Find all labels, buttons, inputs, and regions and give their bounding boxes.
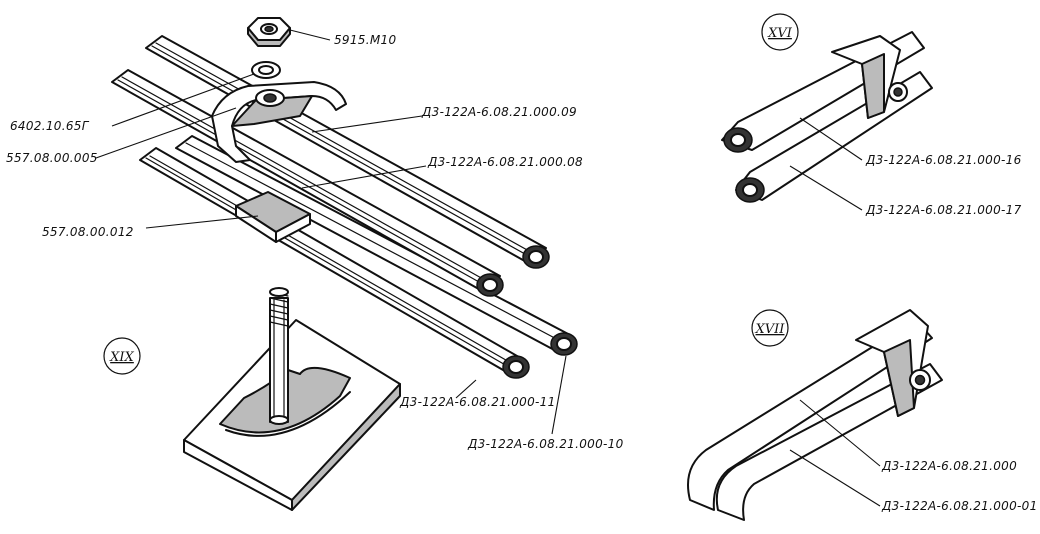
pipe-10 — [175, 135, 578, 356]
view-xvii-label: XVII — [755, 322, 786, 337]
hex-nut — [247, 17, 291, 47]
view-xvii-part — [687, 309, 943, 521]
main-assembly — [111, 17, 578, 379]
label-pipe-01: Д3-122А-6.08.21.000-01 — [881, 499, 1038, 513]
label-pipe-08: Д3-122А-6.08.21.000.08 — [427, 155, 583, 169]
view-xvi-part — [721, 31, 933, 211]
main-leaders — [95, 29, 567, 435]
pipe-11 — [139, 147, 530, 379]
spacer-plate — [235, 191, 311, 243]
label-pipe-10: Д3-122А-6.08.21.000-10 — [467, 437, 624, 451]
label-spacer: 557.08.00.012 — [42, 225, 134, 239]
label-pipe-17: Д3-122А-6.08.21.000-17 — [865, 203, 1022, 217]
view-xix-part — [183, 287, 401, 511]
view-xix-marker — [103, 337, 141, 375]
label-washer: 6402.10.65Г — [10, 119, 90, 133]
label-pipe-000: Д3-122А-6.08.21.000 — [881, 459, 1017, 473]
view-xvii-marker — [751, 309, 789, 347]
spring-washer — [251, 61, 281, 79]
label-pipe-11: Д3-122А-6.08.21.000-11 — [399, 395, 556, 409]
view-xvi-label: XVI — [767, 26, 793, 41]
view-xvi-marker — [761, 13, 799, 51]
label-pipe-09: Д3-122А-6.08.21.000.09 — [421, 105, 577, 119]
view-xix-label: XIX — [109, 350, 134, 365]
label-nut: 5915.М10 — [334, 33, 396, 47]
clamp-strap — [211, 81, 347, 163]
label-pipe-16: Д3-122А-6.08.21.000-16 — [865, 153, 1022, 167]
label-clamp: 557.08.00.005 — [6, 151, 98, 165]
pipe-08 — [111, 69, 504, 297]
